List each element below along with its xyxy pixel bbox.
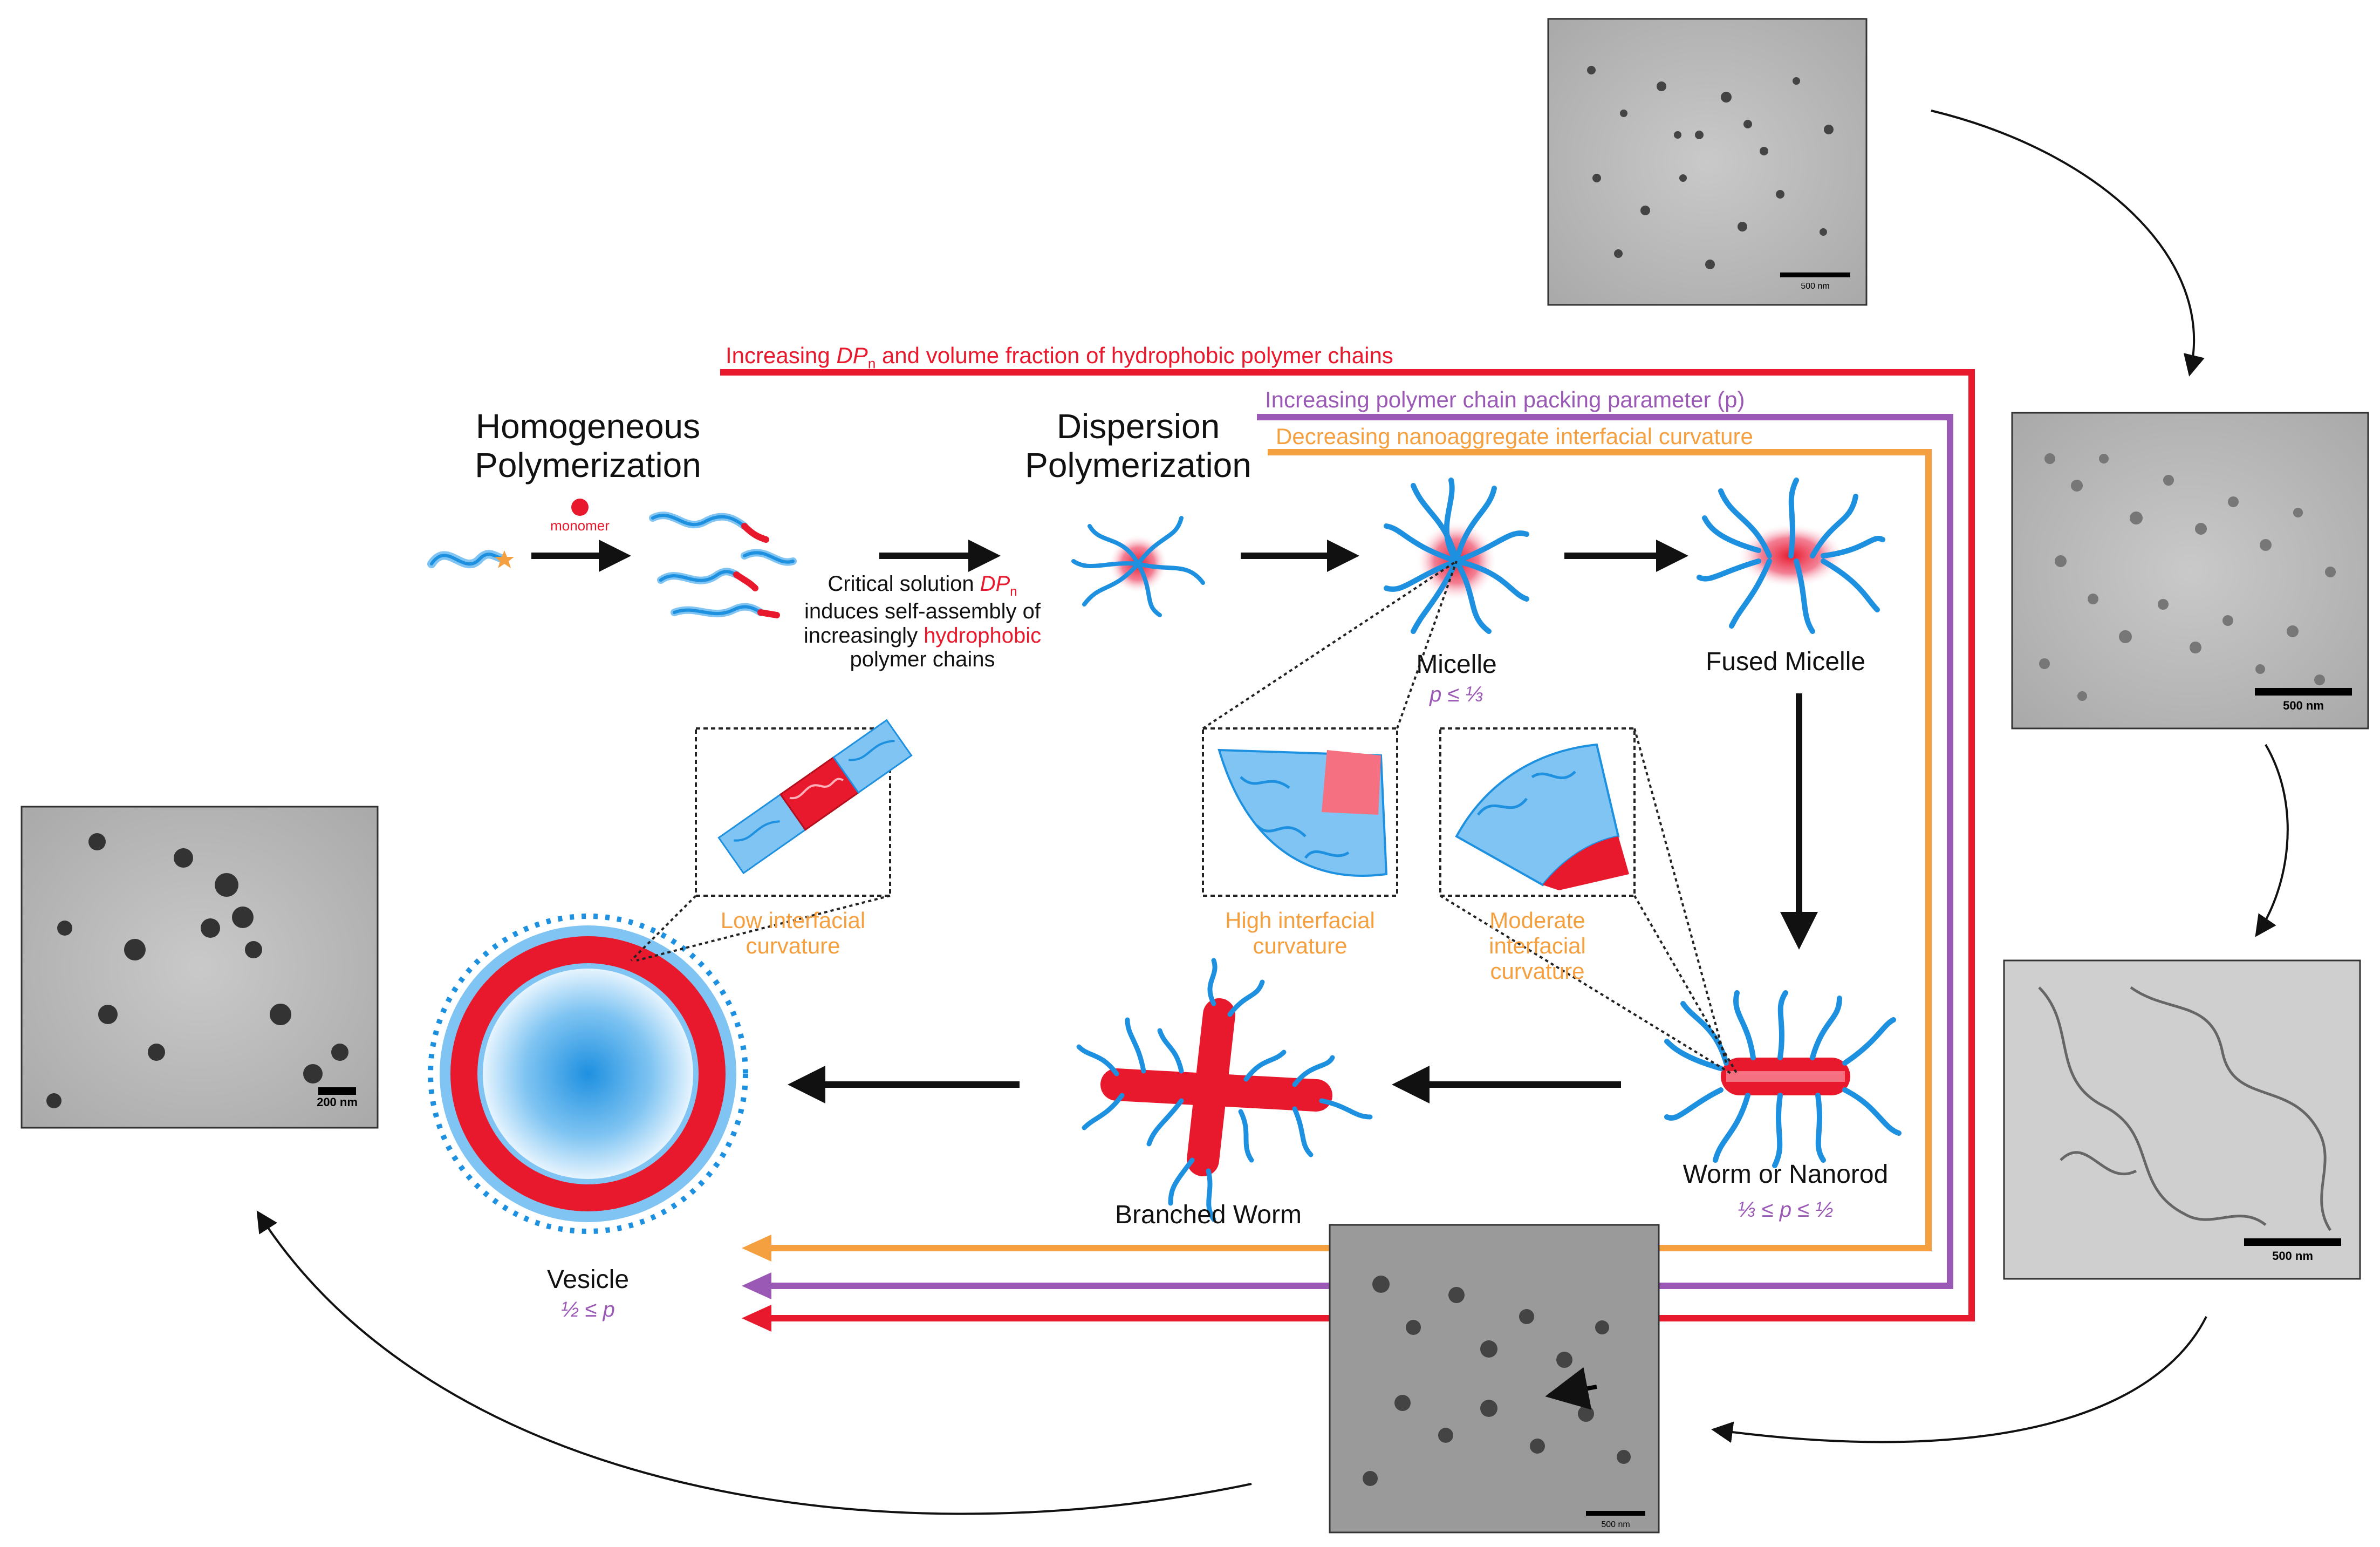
tem-bottom-scale-label: 500 nm — [1601, 1520, 1630, 1529]
critical-dp-note: Critical solution DPn induces self-assem… — [803, 572, 1042, 672]
branched-worm-figure — [1076, 958, 1373, 1222]
purple-trend-arrowhead — [742, 1272, 771, 1299]
tem-image-right-top: 500 nm — [2011, 412, 2369, 730]
orange-trend-arrowhead — [742, 1235, 771, 1262]
tem-bottom-arrow — [1545, 1367, 1597, 1410]
branched-worm-label: Branched Worm — [1115, 1201, 1302, 1229]
monomer-label: monomer — [550, 517, 610, 534]
tem-right-bottom-scale-label: 500 nm — [2272, 1249, 2313, 1263]
dispersion-nucleus — [1071, 516, 1205, 617]
fused-micelle-figure — [1697, 478, 1885, 634]
arrow-homogeneous — [531, 540, 631, 572]
worm-label: Worm or Nanorod — [1683, 1160, 1889, 1189]
worm-p-label: ⅓ ≤ p ≤ ½ — [1738, 1198, 1834, 1222]
inset-moderate — [1439, 727, 1636, 897]
cycle-arrows — [256, 110, 2289, 1515]
vesicle-label: Vesicle — [546, 1265, 630, 1294]
tem-left-scale-label: 200 nm — [317, 1095, 358, 1109]
monomer-dot-icon — [571, 499, 589, 516]
trend-curvature-label: Decreasing nanoaggregate interfacial cur… — [1276, 424, 1753, 449]
tem-image-bottom: 500 nm — [1329, 1224, 1660, 1534]
tem-image-right-bottom: 500 nm — [2003, 959, 2361, 1280]
tem-top-scale-label: 500 nm — [1801, 282, 1829, 291]
arrow-to-micelle — [1241, 540, 1359, 572]
vesicle-figure — [428, 914, 748, 1234]
initiator-star-icon — [495, 550, 514, 568]
initial-chain — [427, 550, 514, 569]
red-trend-arrowhead — [742, 1305, 771, 1332]
fused-micelle-label: Fused Micelle — [1705, 648, 1866, 676]
micelle-label: Micelle — [1416, 650, 1497, 679]
trend-dp-label: Increasing DPn and volume fraction of hy… — [726, 343, 1393, 372]
micelle-p-label: p ≤ ⅓ — [1430, 683, 1483, 706]
tem-image-top: 500 nm — [1547, 18, 1868, 306]
vesicle-p-label: ½ ≤ p — [561, 1298, 615, 1321]
arrow-to-worm — [1780, 693, 1818, 950]
arrow-to-fused — [1564, 540, 1688, 572]
growing-chains — [649, 512, 797, 618]
arrow-critical — [879, 540, 1001, 572]
arrow-to-vesicle — [788, 1066, 1020, 1103]
process-arrows — [531, 540, 1818, 1103]
tem-right-top-scale-label: 500 nm — [2283, 699, 2324, 712]
arrow-to-branched — [1392, 1066, 1621, 1103]
zoom-lines — [630, 560, 1738, 1075]
trend-packing-label: Increasing polymer chain packing paramet… — [1265, 387, 1745, 412]
worm-figure — [1664, 990, 1902, 1168]
inset-low — [695, 719, 913, 897]
micelle-figure — [1384, 478, 1529, 634]
tem-image-left: 200 nm — [20, 806, 379, 1129]
inset-high — [1202, 727, 1398, 897]
